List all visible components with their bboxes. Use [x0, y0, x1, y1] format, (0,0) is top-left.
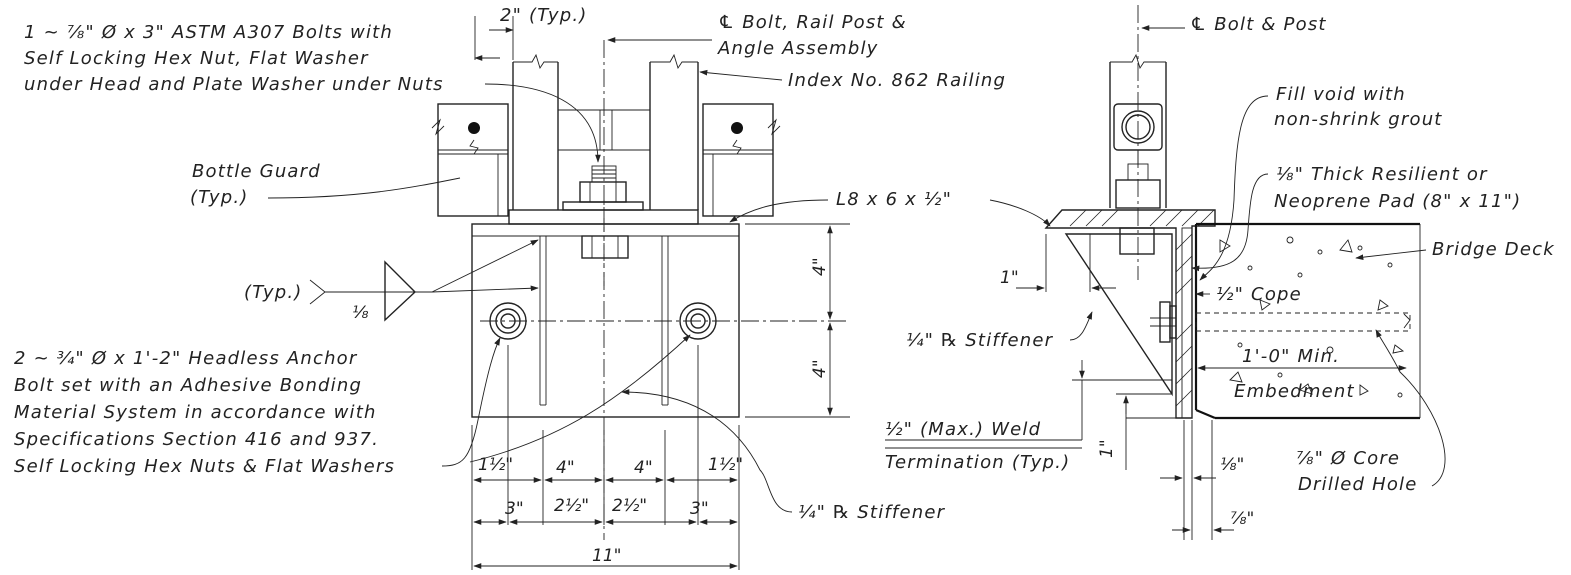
bottle-guard-right [702, 103, 781, 217]
bottle-guard-left [431, 103, 509, 217]
bolt-note: 1 ~ ⅞" Ø x 3" ASTM A307 Bolts with Self … [24, 22, 444, 95]
dim-2-1-2-right: 2½" [612, 496, 647, 516]
angle-top-plate [508, 165, 699, 225]
dim-vertical-upper: 4" [810, 257, 830, 276]
bolt-note-line-2: Self Locking Hex Nut, Flat Washer [24, 48, 369, 69]
anchor-note-line-3: Material System in accordance with [14, 402, 377, 423]
anchor-note-line-4: Specifications Section 416 and 937. [14, 429, 379, 450]
bottle-guard-line-2: (Typ.) [190, 187, 248, 208]
bottle-guard-line-1: Bottle Guard [192, 161, 321, 182]
left-elevation-view: 4" 4" 1½" 4" 4" 1½" 3" 2½" [14, 5, 1006, 570]
dim-7-8: ⅞" [1230, 509, 1254, 529]
weld-size-label: ⅛ [352, 303, 369, 323]
pad-line-2: Neoprene Pad (8" x 11") [1274, 191, 1521, 212]
rail-posts [512, 53, 699, 210]
embedment-dimension: 1'-0" Min. Embedment [1197, 346, 1407, 402]
cl-bolt-post-label: ℄ Bolt & Post [1190, 14, 1327, 35]
pad-line-1: ⅛" Thick Resilient or [1276, 164, 1488, 185]
weld-term-line-1: ½" (Max.) Weld [885, 419, 1041, 440]
angle-size-label: L8 x 6 x ½" [836, 189, 952, 210]
anchor-note: 2 ~ ¾" Ø x 1'-2" Headless Anchor Bolt se… [14, 348, 395, 477]
dim-1-1-2-left: 1½" [478, 455, 513, 475]
stiffener-label-left: ¼" ℞ Stiffener [798, 502, 946, 523]
cope-label: ½" Cope [1216, 284, 1302, 305]
bridge-deck [1181, 222, 1421, 420]
weld-typ-label: (Typ.) [244, 282, 302, 303]
dim-overall-11: 11" [592, 546, 621, 566]
fill-void-line-1: Fill void with [1276, 84, 1406, 105]
cl-bolt-rail-line-2: Angle Assembly [717, 38, 879, 59]
stiffener-label-right: ¼" ℞ Stiffener [906, 330, 1054, 351]
dim-4-right: 4" [634, 458, 653, 478]
dim-vertical-lower: 4" [810, 359, 830, 378]
right-section-view: ℄ Bolt & Post [885, 5, 1555, 540]
dim-3-right: 3" [690, 499, 709, 519]
vertical-dimensions: 4" 4" [745, 223, 850, 418]
dim-1in-vertical: 1" [1097, 439, 1117, 458]
embedment-line-2: Embedment [1234, 381, 1355, 402]
core-hole-line-2: Drilled Hole [1298, 474, 1418, 495]
dim-2-1-2-left: 2½" [554, 496, 589, 516]
anchor-note-line-1: 2 ~ ¾" Ø x 1'-2" Headless Anchor [14, 348, 358, 369]
core-hole-line-1: ⅞" Ø Core [1296, 448, 1400, 469]
dim-1-1-2-right: 1½" [708, 455, 743, 475]
typ-2in-label: 2" (Typ.) [500, 5, 588, 26]
dim-1in-horizontal: 1" [1000, 268, 1019, 288]
anchor-note-line-2: Bolt set with an Adhesive Bonding [14, 375, 362, 396]
dim-3-left: 3" [505, 499, 524, 519]
weld-symbol: (Typ.) ⅛ [244, 239, 539, 323]
cl-bolt-rail-line-1: ℄ Bolt, Rail Post & [718, 12, 907, 33]
bolt-note-line-1: 1 ~ ⅞" Ø x 3" ASTM A307 Bolts with [24, 22, 393, 43]
horizontal-dimensions: 1½" 4" 4" 1½" 3" 2½" 2½" 3" 11" [471, 345, 743, 570]
bolt-note-line-3: under Head and Plate Washer under Nuts [24, 74, 444, 95]
dim-1-8: ⅛" [1220, 455, 1244, 475]
weld-term-line-2: Termination (Typ.) [885, 452, 1070, 473]
embedment-line-1: 1'-0" Min. [1242, 346, 1340, 367]
angle-hatched [1044, 209, 1216, 419]
dim-4-left: 4" [556, 458, 575, 478]
fill-void-line-2: non-shrink grout [1274, 109, 1443, 130]
railing-index-label: Index No. 862 Railing [788, 70, 1006, 91]
anchor-note-line-5: Self Locking Hex Nuts & Flat Washers [14, 456, 395, 477]
bridge-deck-label: Bridge Deck [1432, 239, 1555, 260]
